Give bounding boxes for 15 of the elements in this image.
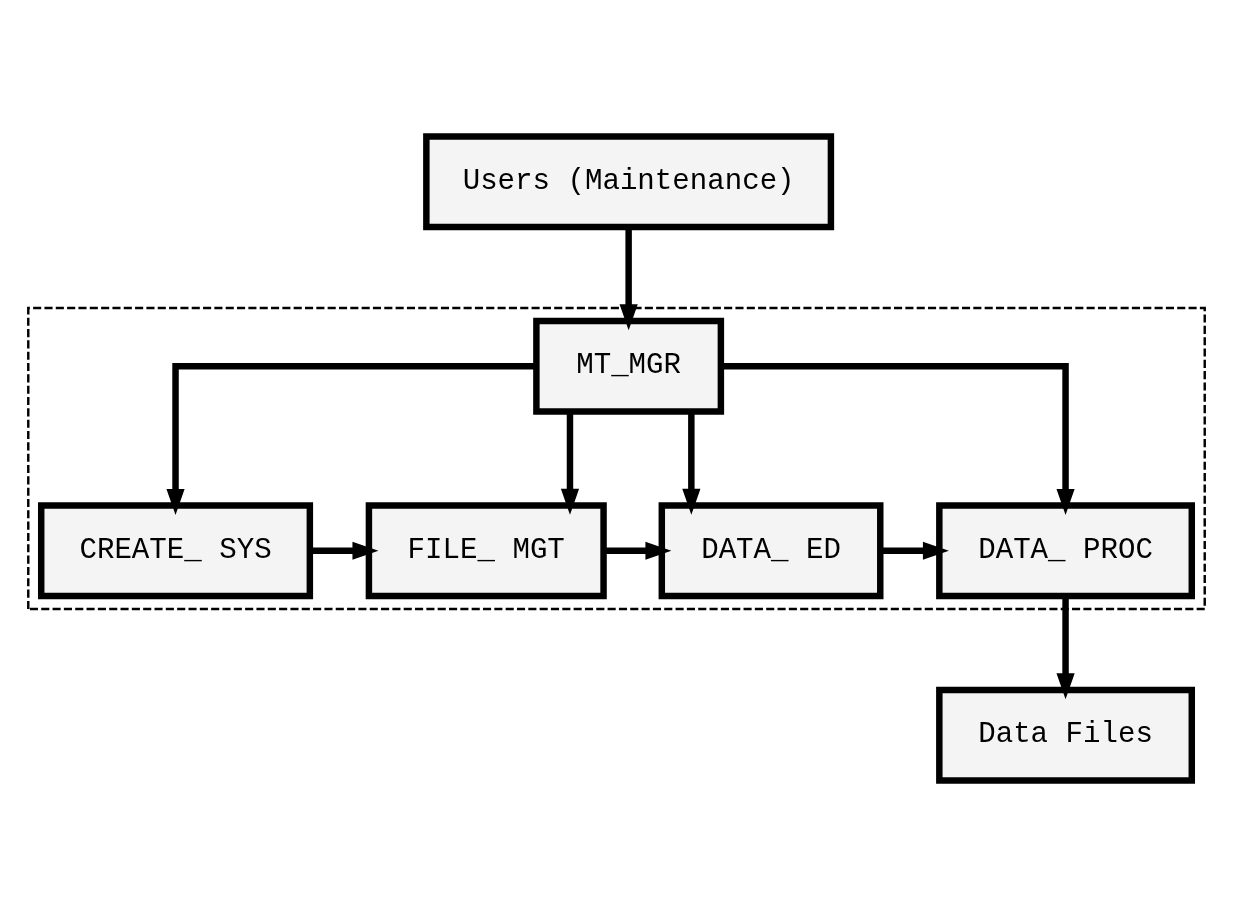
node-box: Users (Maintenance) <box>423 132 835 230</box>
arrow <box>310 541 379 560</box>
node-box: FILE_ MGT <box>365 501 607 599</box>
arrow <box>682 411 701 515</box>
node-box: MT_MGR <box>533 317 725 415</box>
node-box: DATA_ ED <box>658 501 884 599</box>
arrow <box>166 362 536 515</box>
node-box: CREATE_ SYS <box>38 501 314 599</box>
node-box: DATA_ PROC <box>936 501 1195 599</box>
arrow <box>721 362 1075 515</box>
arrow <box>880 541 949 560</box>
cluster <box>27 306 1206 610</box>
arrow <box>560 411 580 515</box>
node-box: Data Files <box>936 686 1195 784</box>
arrow <box>603 541 672 560</box>
